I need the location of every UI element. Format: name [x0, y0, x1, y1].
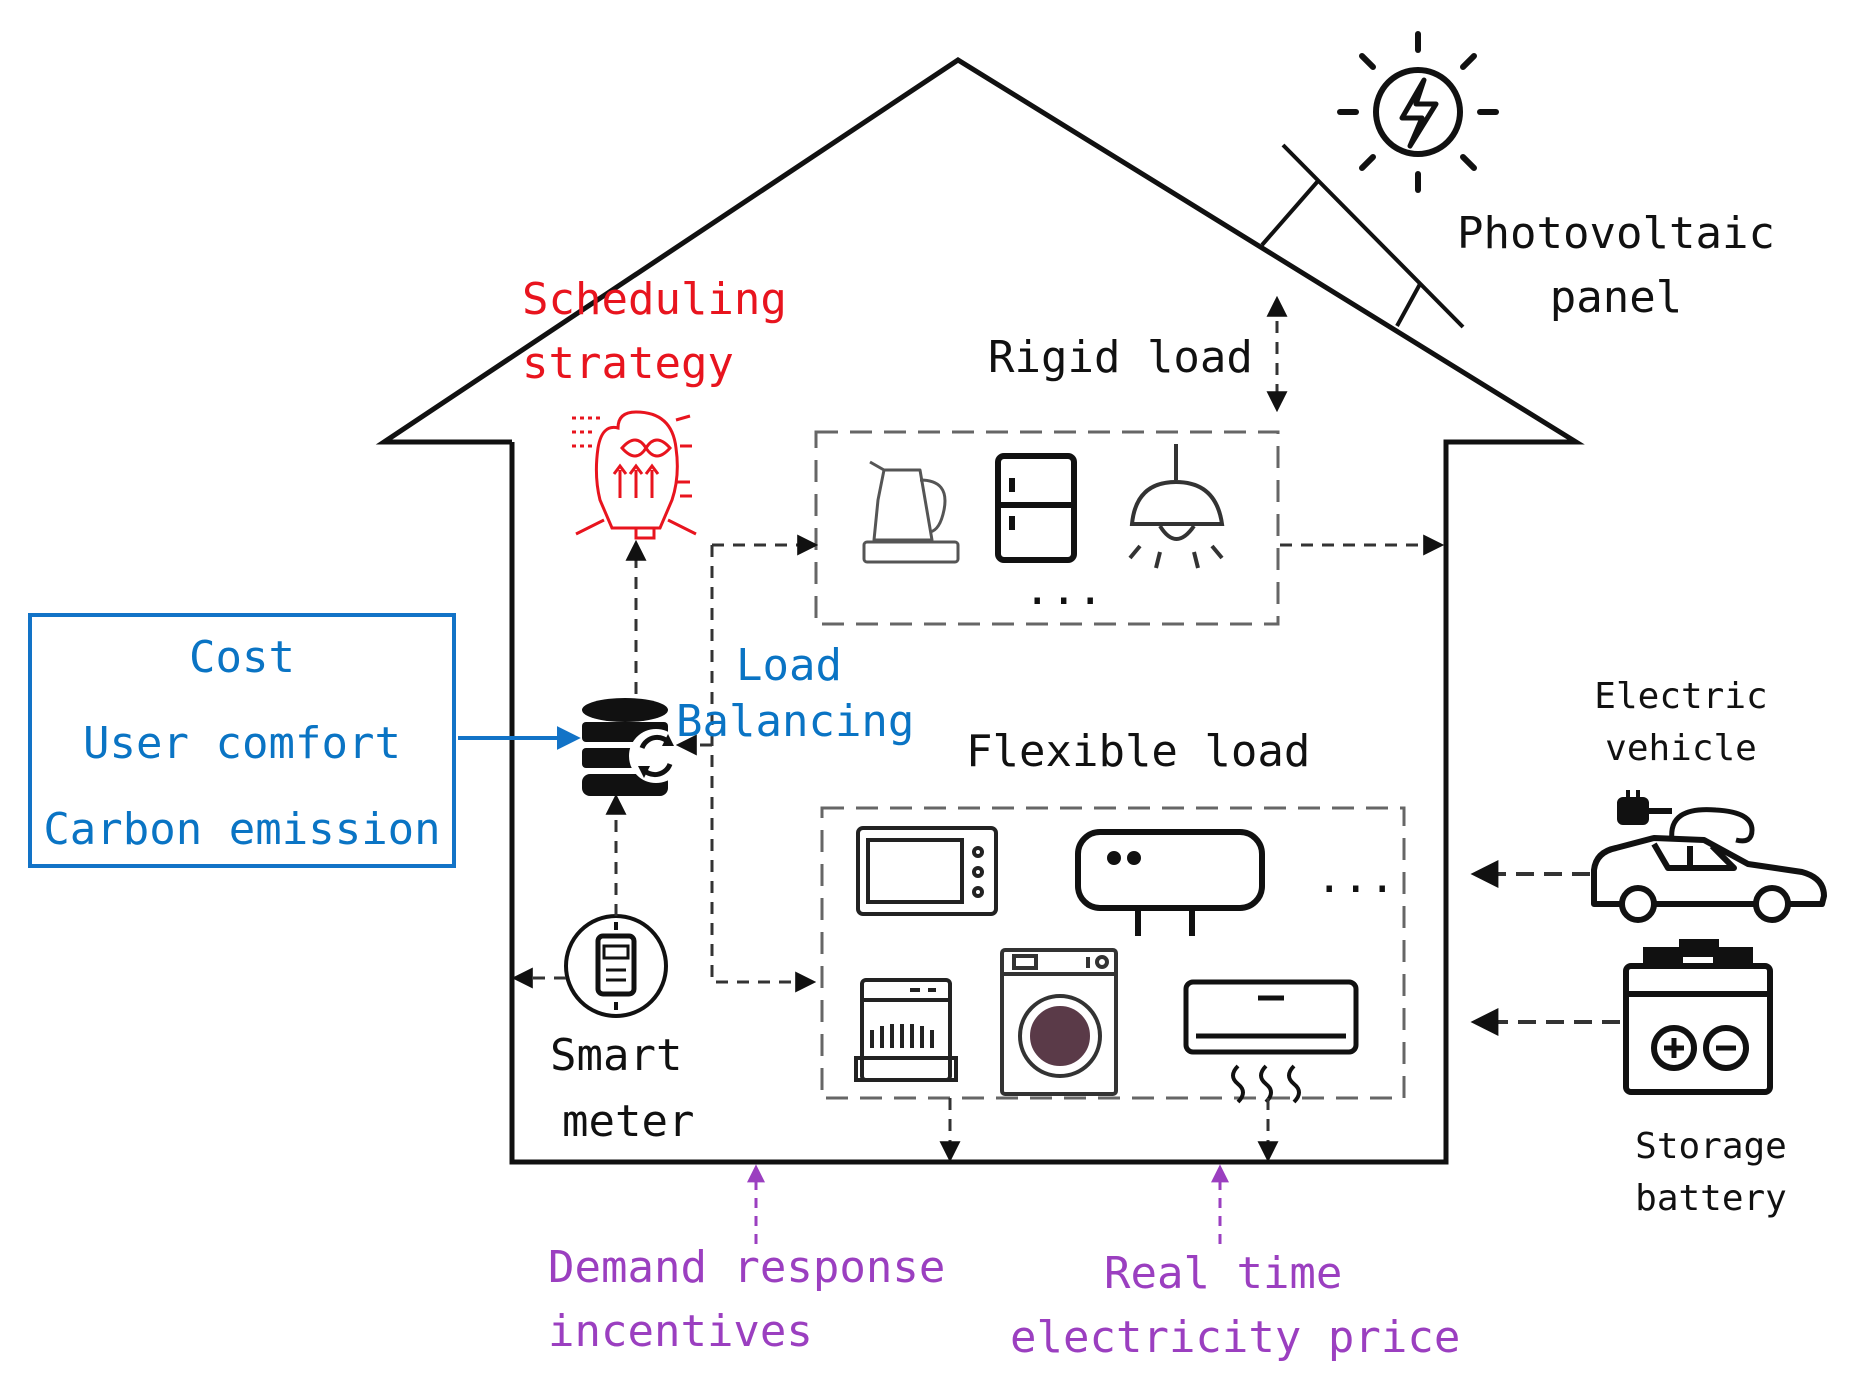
solar-panel-icon — [1260, 143, 1465, 329]
smart-meter-icon — [564, 914, 668, 1018]
objectives-box — [28, 613, 456, 868]
load-balancing-label-line1: Load — [736, 640, 842, 691]
refrigerator-icon — [995, 453, 1077, 563]
smart-meter-label-line1: Smart — [550, 1030, 683, 1081]
electric-vehicle-label-line2: vehicle — [1605, 728, 1757, 769]
water-heater-icon — [1075, 829, 1265, 936]
objective-user-comfort: User comfort — [83, 718, 401, 769]
rigid-load-more: ... — [1024, 564, 1104, 615]
ceiling-lamp-icon — [1128, 444, 1225, 569]
demand-response-label-line1: Demand response — [548, 1242, 946, 1293]
flexible-load-box — [820, 806, 1406, 1100]
microwave-icon — [856, 826, 998, 916]
smart-meter-label-line2: meter — [562, 1096, 695, 1147]
sun-bolt-icon — [1337, 31, 1499, 193]
photovoltaic-label-line1: Photovoltaic — [1457, 208, 1775, 259]
incentive-arrows — [747, 1164, 1229, 1244]
air-conditioner-icon — [1183, 979, 1359, 1104]
real-time-price-label-line1: Real time — [1104, 1248, 1343, 1299]
dishwasher-icon — [854, 978, 958, 1082]
load-balancing-label-line2: Balancing — [676, 696, 915, 747]
scheduling-strategy-label-line2: strategy — [522, 338, 734, 389]
house-outline — [375, 57, 1585, 1165]
rigid-load-label: Rigid load — [988, 332, 1253, 383]
flexible-load-more: ... — [1316, 852, 1396, 903]
rigid-load-box — [814, 430, 1280, 626]
database-sync-icon — [582, 698, 683, 796]
brain-strategy-icon — [572, 410, 697, 540]
real-time-price-label-line2: electricity price — [1010, 1312, 1461, 1363]
photovoltaic-label-line2: panel — [1549, 272, 1683, 323]
electric-vehicle-label-line1: Electric — [1594, 676, 1768, 717]
kettle-icon — [862, 460, 960, 564]
scheduling-strategy-label-line1: Scheduling — [522, 274, 787, 325]
connector-lines — [511, 295, 1620, 1163]
battery-icon — [1623, 939, 1773, 1095]
objective-cost: Cost — [189, 632, 295, 683]
electric-car-icon — [1591, 790, 1827, 923]
demand-response-label-line2: incentives — [548, 1306, 813, 1357]
washing-machine-icon — [1000, 948, 1118, 1096]
flexible-load-label: Flexible load — [966, 726, 1311, 777]
objective-carbon-emission: Carbon emission — [43, 804, 441, 855]
storage-battery-label-line1: Storage — [1635, 1126, 1787, 1167]
storage-battery-label-line2: battery — [1635, 1178, 1787, 1219]
